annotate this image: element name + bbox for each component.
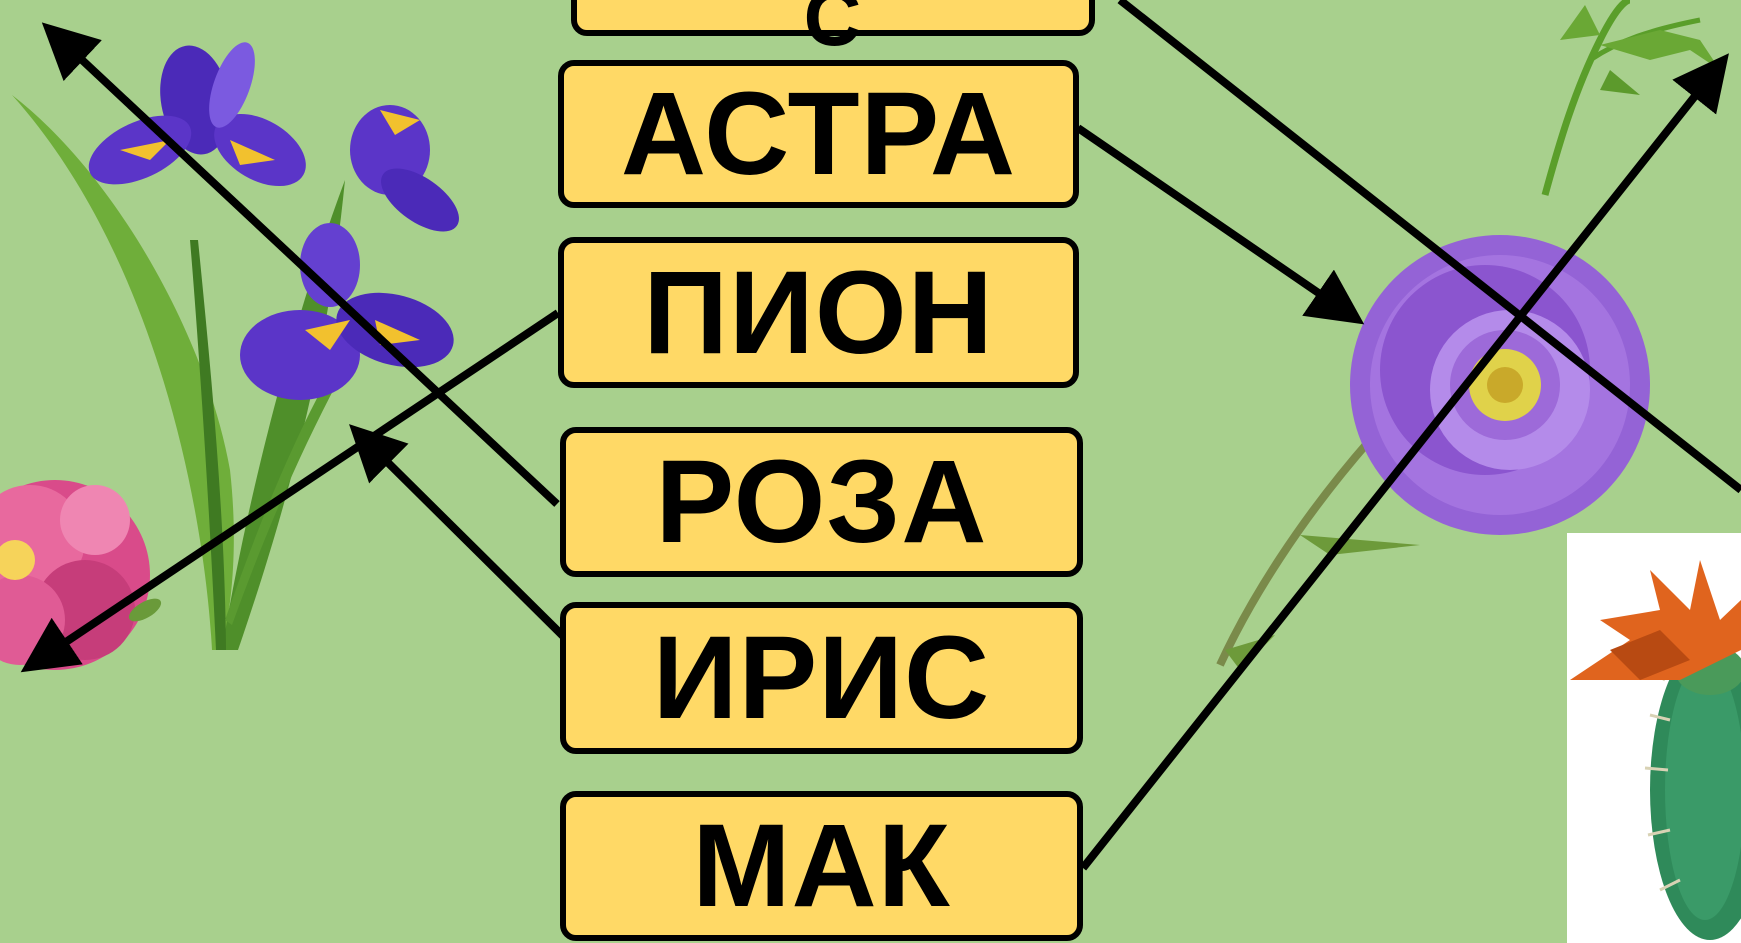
word-box-roza[interactable]: РОЗА <box>560 427 1083 577</box>
word-roza-label: РОЗА <box>655 436 988 568</box>
arrow-pion <box>20 309 561 673</box>
iris-flower-icon <box>12 42 459 650</box>
word-box-astra[interactable]: АСТРА <box>558 60 1079 208</box>
word-mak-label: МАК <box>692 800 951 932</box>
word-pion-label: ПИОН <box>643 246 994 379</box>
word-iris-label: ИРИС <box>652 612 991 744</box>
green-sprig-icon <box>1541 0 1720 196</box>
word-box-mak[interactable]: МАК <box>560 791 1083 941</box>
arrow-mak <box>1079 53 1729 871</box>
word-top-partial-label: С <box>803 0 863 62</box>
word-box-top-partial[interactable]: С <box>571 0 1095 58</box>
cactus-flower-icon <box>1567 533 1741 943</box>
word-box-iris[interactable]: ИРИС <box>560 602 1083 754</box>
aster-flower-icon <box>1216 235 1650 670</box>
word-astra-label: АСТРА <box>620 68 1017 200</box>
arrow-iris <box>349 424 568 641</box>
arrow-top-word <box>1117 0 1741 494</box>
word-box-pion[interactable]: ПИОН <box>558 237 1079 388</box>
arrow-roza <box>41 22 560 507</box>
arrow-astra <box>1075 124 1365 325</box>
